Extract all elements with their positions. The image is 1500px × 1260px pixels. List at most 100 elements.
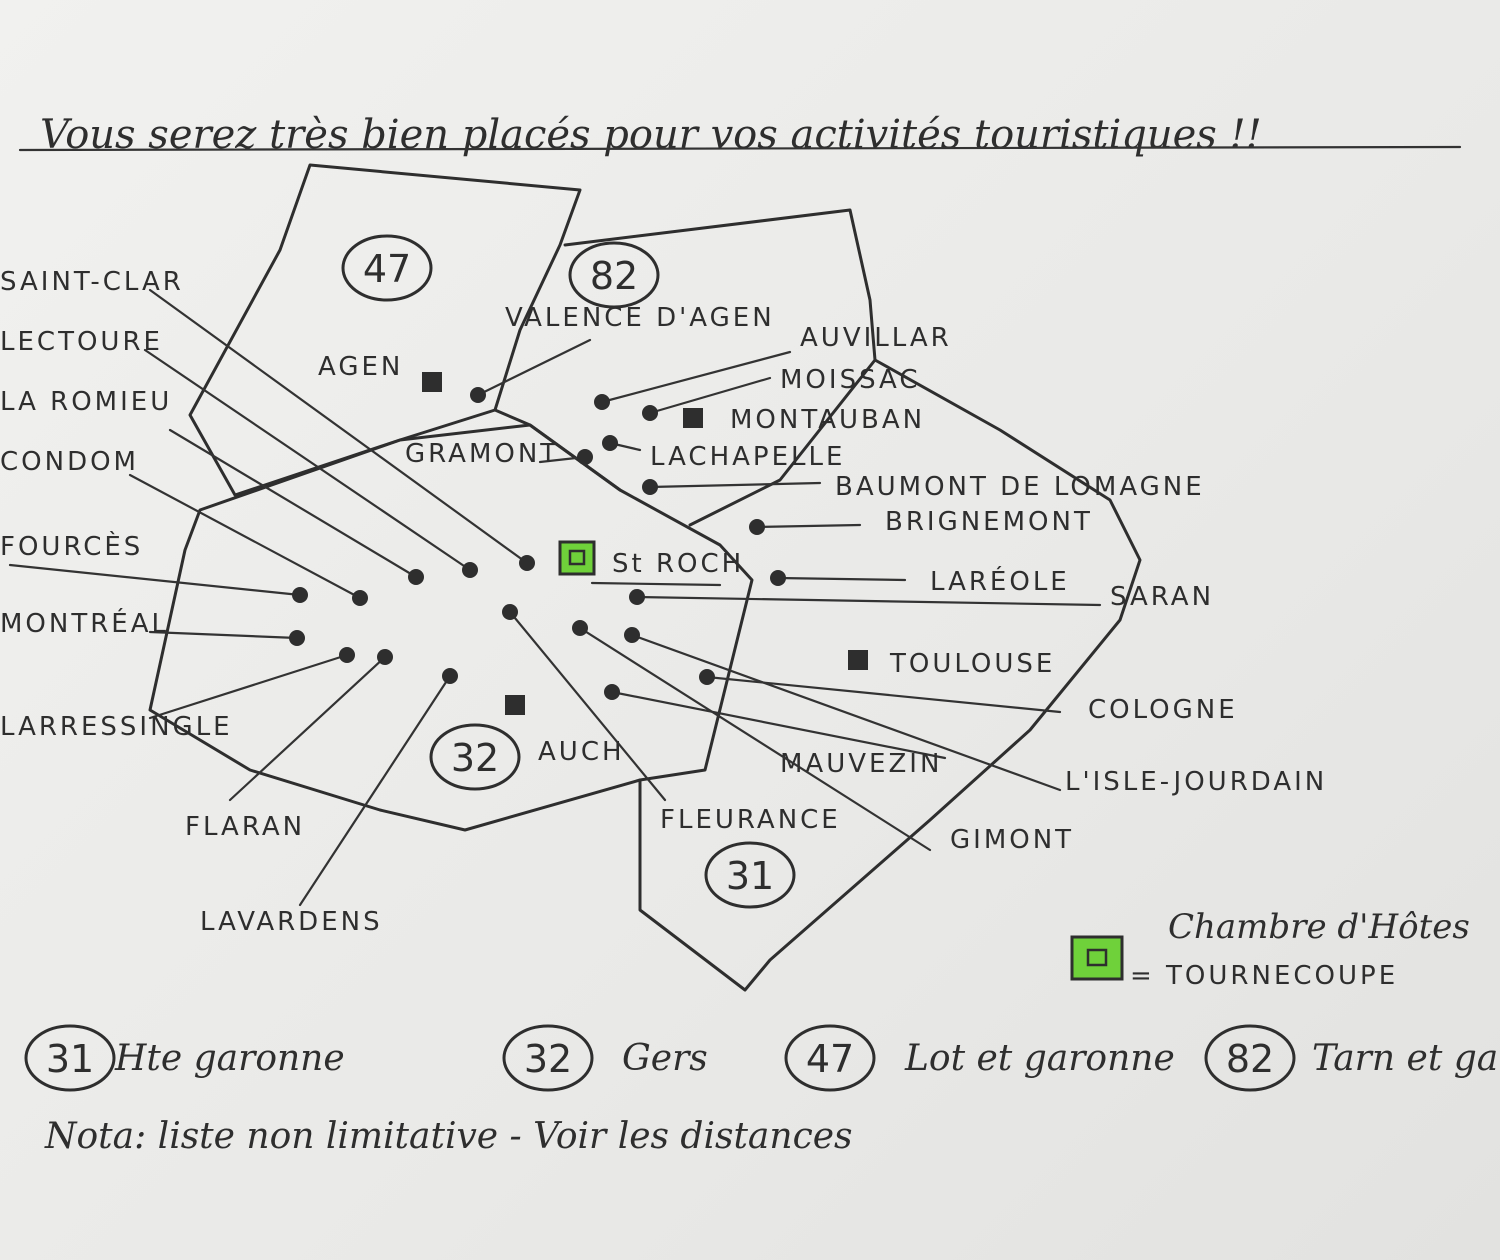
place-label-gimont: GIMONT <box>950 825 1074 855</box>
department-31-outline <box>638 358 1142 992</box>
leader-line-saint-clar <box>148 288 529 565</box>
place-label-valence-d-agen: VALENCE D'AGEN <box>505 303 775 333</box>
place-label-baumont-de-lomagne: BAUMONT DE LOMAGNE <box>835 472 1205 502</box>
place-label-cologne: COLOGNE <box>1088 695 1238 725</box>
place-label-saran: SARAN <box>1110 582 1214 612</box>
home-label: St ROCH <box>612 549 744 579</box>
home-marker-inner <box>568 549 586 566</box>
place-dot-moissac <box>642 405 658 421</box>
department-82-number: 82 <box>590 254 638 298</box>
prefecture-label: MONTAUBAN <box>730 405 925 435</box>
legend-31-name: Hte garonne <box>114 1038 345 1079</box>
department-82-circle <box>568 241 660 309</box>
place-label-l-isle-jourdain: L'ISLE-JOURDAIN <box>1065 767 1327 797</box>
place-label-brignemont: BRIGNEMONT <box>885 507 1093 537</box>
place-label-saint-clar: SAINT-CLAR <box>0 267 184 297</box>
nota-text: Nota: liste non limitative - Voir les di… <box>44 1116 853 1157</box>
legend-31-circle <box>24 1024 116 1092</box>
leader-line-lavardens <box>298 674 452 907</box>
place-dot-lachapelle <box>602 435 618 451</box>
leader-line-lar-ole <box>776 576 907 582</box>
place-dot-mauvezin <box>604 684 620 700</box>
place-dot-montr-al <box>289 630 305 646</box>
place-dot-brignemont <box>749 519 765 535</box>
place-label-larressingle: LARRESSINGLE <box>0 712 233 742</box>
legend-82-name: Tarn et garonne <box>1312 1038 1500 1079</box>
leader-line-moissac <box>648 376 772 415</box>
legend-32-circle <box>502 1024 594 1092</box>
place-dot-baumont-de-lomagne <box>642 479 658 495</box>
place-dot-larressingle <box>339 647 355 663</box>
legend-82-circle <box>1204 1024 1296 1092</box>
department-31-circle <box>704 841 796 909</box>
department-47-number: 47 <box>363 247 411 291</box>
department-32-circle <box>429 723 521 791</box>
home-underline <box>590 581 722 587</box>
department-47-outline <box>188 163 582 497</box>
legend-line1: Chambre d'Hôtes <box>1168 907 1470 947</box>
prefecture-label: TOULOUSE <box>889 649 1055 679</box>
place-dot-gramont <box>577 449 593 465</box>
legend-home-swatch <box>1070 935 1124 981</box>
place-dot-auvillar <box>594 394 610 410</box>
place-label-condom: CONDOM <box>0 447 139 477</box>
place-label-lar-ole: LARÉOLE <box>930 565 1070 597</box>
prefecture-marker <box>848 650 868 670</box>
legend-line2: = TOURNECOUPE <box>1130 961 1398 991</box>
place-dot-l-isle-jourdain <box>624 627 640 643</box>
legend-47-name: Lot et garonne <box>904 1038 1175 1079</box>
title-underline <box>18 145 1462 152</box>
leader-line-fourc-s <box>8 563 302 597</box>
place-dot-saint-clar <box>519 555 535 571</box>
leader-line-valence-d-agen <box>476 338 592 397</box>
place-dot-condom <box>352 590 368 606</box>
department-32-outline <box>148 423 754 832</box>
leader-line-montr-al <box>148 630 299 640</box>
legend-32-name: Gers <box>622 1038 708 1079</box>
legend-home-swatch-inner <box>1086 948 1108 967</box>
department-47-circle <box>341 234 433 302</box>
place-dot-lar-ole <box>770 570 786 586</box>
leader-line-gimont <box>578 626 932 852</box>
leader-line-larressingle <box>148 653 349 720</box>
leader-line-la-romieu <box>168 428 418 579</box>
leader-line-flaran <box>228 655 387 802</box>
place-dot-cologne <box>699 669 715 685</box>
leader-line-saran <box>635 595 1102 607</box>
place-label-lectoure: LECTOURE <box>0 327 163 357</box>
place-label-montr-al: MONTRÉAL <box>0 607 169 639</box>
legend-47-circle <box>784 1024 876 1092</box>
leader-line-auvillar <box>600 350 792 404</box>
prefecture-marker <box>683 408 703 428</box>
place-dot-saran <box>629 589 645 605</box>
place-label-lachapelle: LACHAPELLE <box>650 442 845 472</box>
leader-line-brignemont <box>755 523 862 529</box>
place-label-flaran: FLARAN <box>185 812 305 842</box>
place-dot-valence-d-agen <box>470 387 486 403</box>
place-label-auvillar: AUVILLAR <box>800 323 952 353</box>
legend-31-number: 31 <box>46 1037 94 1081</box>
place-dot-fleurance <box>502 604 518 620</box>
place-label-mauvezin: MAUVEZIN <box>780 749 942 779</box>
department-32-number: 32 <box>451 736 499 780</box>
legend-47-number: 47 <box>806 1037 854 1081</box>
place-dot-flaran <box>377 649 393 665</box>
leader-line-l-isle-jourdain <box>630 633 1062 792</box>
prefecture-label: AGEN <box>318 352 403 382</box>
leader-line-fleurance <box>508 610 667 802</box>
place-dot-lavardens <box>442 668 458 684</box>
prefecture-label: AUCH <box>538 737 625 767</box>
department-31-number: 31 <box>726 854 774 898</box>
leader-line-mauvezin <box>610 690 947 760</box>
leader-line-condom <box>128 473 362 600</box>
place-dot-lectoure <box>462 562 478 578</box>
place-dot-la-romieu <box>408 569 424 585</box>
legend-32-number: 32 <box>524 1037 572 1081</box>
place-label-fourc-s: FOURCÈS <box>0 530 143 562</box>
prefecture-marker <box>422 372 442 392</box>
place-label-gramont: GRAMONT <box>405 439 559 469</box>
place-label-fleurance: FLEURANCE <box>660 805 841 835</box>
legend-82-number: 82 <box>1226 1037 1274 1081</box>
place-dot-gimont <box>572 620 588 636</box>
